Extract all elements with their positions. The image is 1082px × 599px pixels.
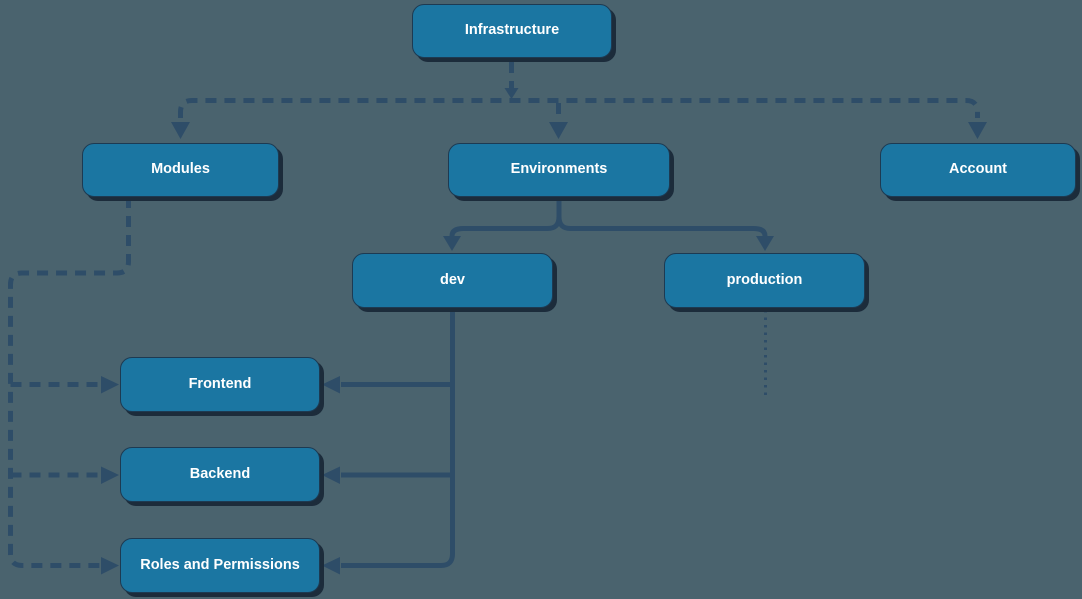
node-dev-label: dev (440, 271, 465, 288)
node-roles-label: Roles and Permissions (140, 556, 300, 573)
edge-environments-to-production (556, 197, 768, 237)
edge-modules-left-rail (8, 197, 131, 568)
arrowhead-dev-into-backend (322, 466, 340, 484)
arrowhead-rail-into-frontend (101, 376, 119, 394)
node-account-label: Account (949, 161, 1007, 178)
arrowhead-rail-into-roles (101, 557, 119, 575)
node-infrastructure: Infrastructure (412, 4, 612, 58)
node-modules-label: Modules (151, 161, 210, 178)
arrowhead-into-environments (549, 122, 568, 139)
arrowhead-dev-into-roles (322, 557, 340, 575)
node-account: Account (880, 143, 1076, 197)
arrowhead-into-account (968, 122, 987, 139)
node-frontend: Frontend (120, 357, 320, 412)
node-backend-label: Backend (189, 465, 251, 482)
node-environments-label: Environments (510, 161, 608, 178)
node-production-label: production (726, 271, 803, 288)
node-production: production (664, 253, 865, 308)
node-modules: Modules (82, 143, 279, 197)
arrowhead-dev-into-frontend (322, 376, 340, 394)
node-environments: Environments (448, 143, 670, 197)
arrowhead-rail-into-backend (101, 466, 119, 484)
arrowhead-infrastructure-stem (504, 88, 519, 99)
edge-dev-rail (341, 308, 455, 568)
node-roles: Roles and Permissions (120, 538, 320, 593)
edge-environments-to-dev (449, 197, 562, 237)
arrowhead-into-dev (443, 236, 461, 251)
arrowhead-into-modules (171, 122, 190, 139)
node-infrastructure-label: Infrastructure (464, 22, 560, 39)
arrowhead-into-production (756, 236, 774, 251)
node-dev: dev (352, 253, 553, 308)
node-backend: Backend (120, 447, 320, 502)
node-frontend-label: Frontend (188, 375, 252, 392)
edge-bus-horizontal (178, 98, 980, 118)
